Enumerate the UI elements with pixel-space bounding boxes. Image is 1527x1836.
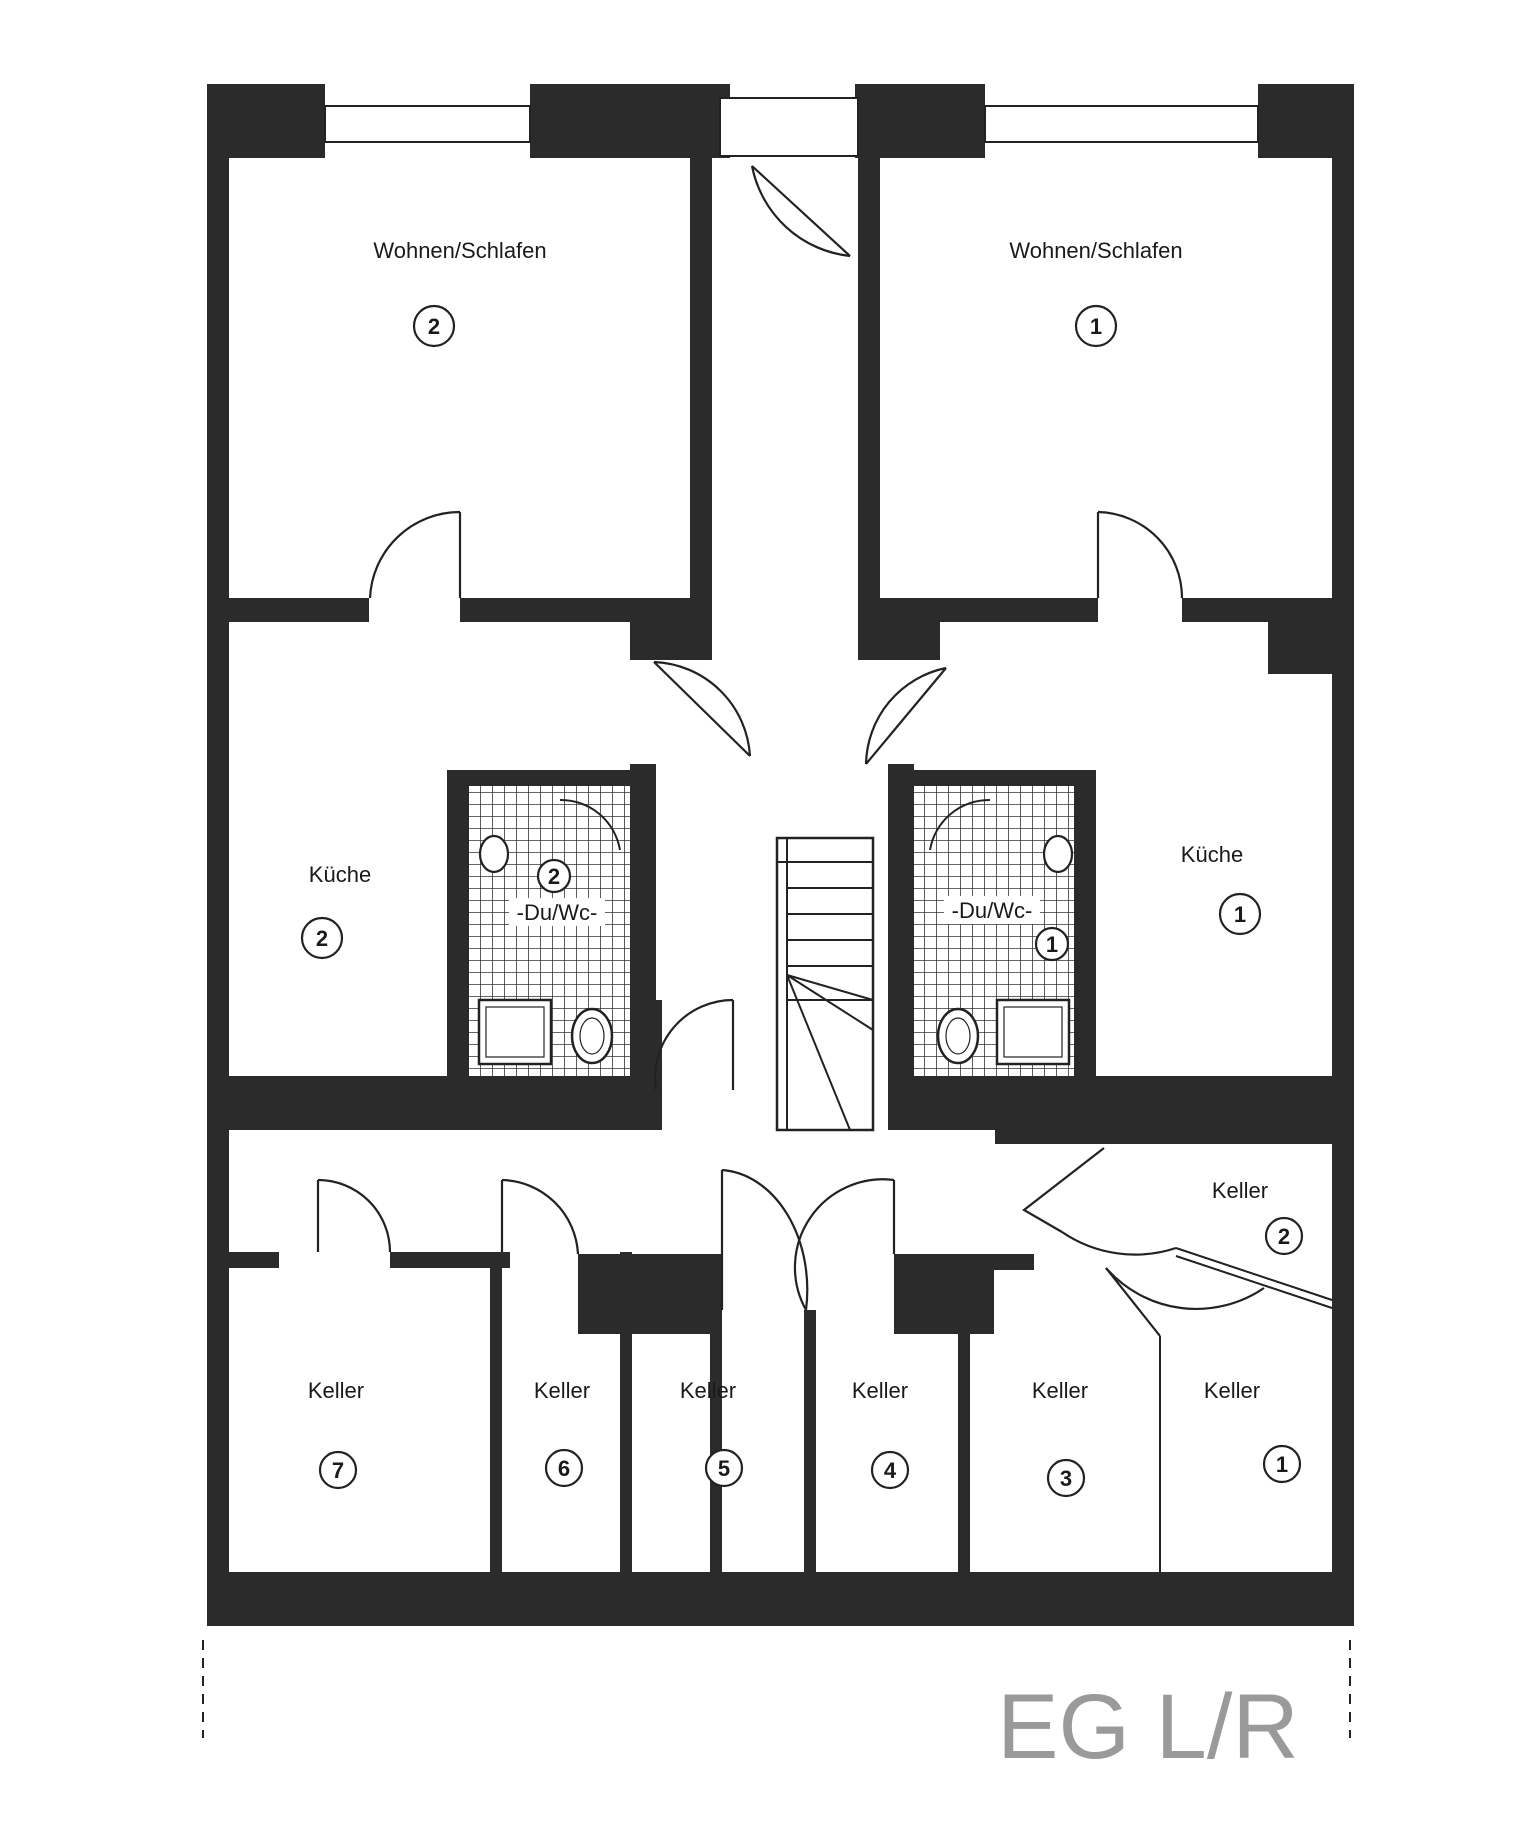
room-label: -Du/Wc- (517, 900, 598, 925)
room-label: Keller (1204, 1378, 1260, 1403)
room-keller-7: Keller 7 (308, 1378, 364, 1490)
room-kueche-right: Küche 1 (1181, 842, 1262, 936)
unit-number: 5 (718, 1456, 730, 1481)
room-label: Keller (680, 1378, 736, 1403)
room-keller-5: Keller 5 (680, 1378, 744, 1488)
walls (207, 84, 1354, 1626)
floor-label: EG L/R (997, 1676, 1299, 1778)
unit-number: 2 (1278, 1224, 1290, 1249)
room-label: Küche (1181, 842, 1243, 867)
room-bath-right: -Du/Wc- 1 (944, 896, 1070, 962)
room-label: Wohnen/Schlafen (373, 238, 546, 263)
unit-number: 1 (1276, 1452, 1288, 1477)
room-label: Küche (309, 862, 371, 887)
room-wohnen-right: Wohnen/Schlafen 1 (1009, 238, 1183, 348)
room-label: Keller (534, 1378, 590, 1403)
bathroom-left (469, 786, 630, 1076)
unit-number: 7 (332, 1458, 344, 1483)
unit-number: 2 (428, 314, 440, 339)
unit-number: 2 (316, 926, 328, 951)
room-keller-3: Keller 3 (1032, 1378, 1088, 1498)
room-keller-6: Keller 6 (534, 1378, 590, 1488)
room-keller-4: Keller 4 (852, 1378, 910, 1490)
unit-number: 1 (1090, 314, 1102, 339)
room-kueche-left: Küche 2 (300, 862, 371, 960)
unit-number: 3 (1060, 1466, 1072, 1491)
room-wohnen-left: Wohnen/Schlafen 2 (373, 238, 547, 348)
room-label: Keller (852, 1378, 908, 1403)
staircase (775, 836, 875, 1132)
unit-number: 1 (1046, 932, 1058, 957)
unit-number: 6 (558, 1456, 570, 1481)
room-label: Keller (308, 1378, 364, 1403)
room-label: Keller (1212, 1178, 1268, 1203)
room-keller-2: Keller 2 (1212, 1178, 1304, 1256)
room-label: Wohnen/Schlafen (1009, 238, 1182, 263)
room-bath-left: 2 -Du/Wc- (509, 858, 605, 926)
room-label: Keller (1032, 1378, 1088, 1403)
doors (316, 165, 1333, 1572)
unit-number: 1 (1234, 902, 1246, 927)
unit-number: 4 (884, 1458, 897, 1483)
room-label: -Du/Wc- (952, 898, 1033, 923)
room-keller-1: Keller 1 (1204, 1378, 1302, 1484)
unit-number: 2 (548, 864, 560, 889)
